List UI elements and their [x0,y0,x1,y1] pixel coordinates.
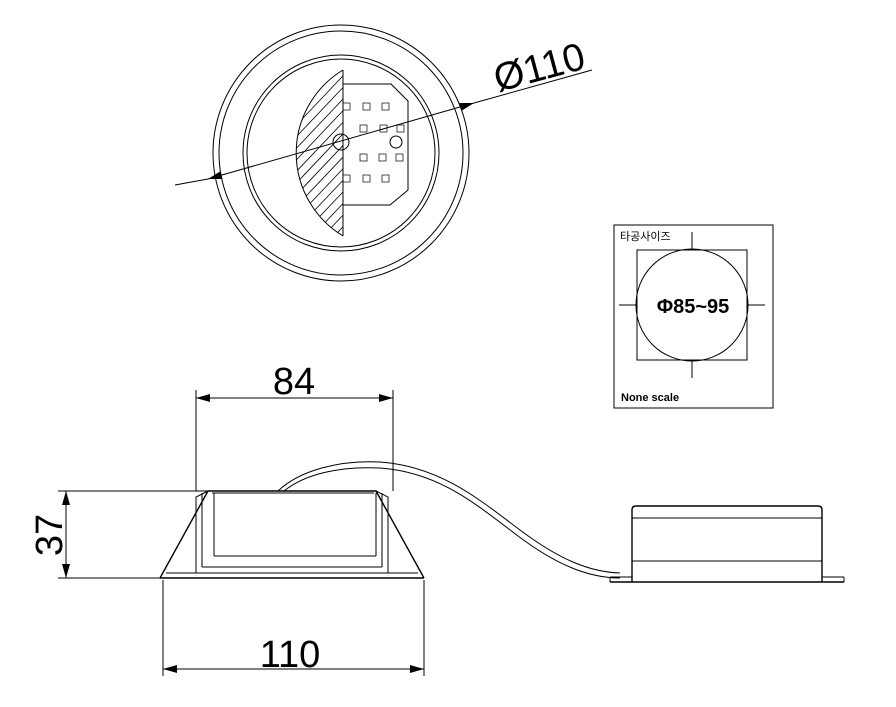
led-chip [381,174,390,183]
hatch-line [296,70,343,236]
hatch-line [519,60,699,250]
lens-ring-inner [246,58,436,248]
hatch-line [0,60,160,250]
hatch-line [464,60,644,250]
hatch-line [0,60,171,250]
height-label: 37 [29,514,71,556]
lens-ring [242,54,440,252]
led-chip [395,153,404,162]
hatch-line [296,70,343,236]
dim-leader-left [174,178,209,186]
top-view: Ø110 [0,24,699,282]
outer-ring-inner [218,30,464,276]
led-chip [362,102,371,111]
hatch-line [296,70,337,236]
hatch-line [79,60,259,250]
hatch-line [309,70,343,236]
hatch-line [296,70,343,236]
scale-note: None scale [621,392,679,404]
led-chip [359,153,368,162]
led-chip-array [342,102,405,183]
side-view: 84 37 110 [29,361,845,676]
outer-ring [212,24,470,282]
inner-wall-left-outer [195,490,209,573]
led-chip [342,174,351,183]
dim-leader-right [473,69,593,104]
hatch-line [13,60,193,250]
hatch-line [57,60,237,250]
hatch-line [24,60,204,250]
led-chip [396,124,405,133]
led-chip [342,102,351,111]
hatch-line [296,70,343,236]
hatch-line [101,60,281,250]
inner-wall-right-outer [375,490,389,573]
hatch-line [342,70,343,236]
cutout-size-label: Φ85~95 [657,296,730,318]
hatch-line [331,70,343,236]
cutout-title: 타공사이즈 [620,230,671,243]
hatch-line [296,70,343,236]
driver-top [631,505,823,518]
led-chip [381,102,390,111]
cutout-frame [613,224,774,409]
bottom-width-label: 110 [260,634,321,676]
led-chip [359,124,368,133]
hatch-line [68,60,248,250]
diameter-dimension-line [207,102,475,180]
hatch-line [298,70,343,236]
hatch-line [398,60,578,250]
hatch-line [296,70,343,236]
power-cable-lower [283,467,621,579]
hatch-line [296,70,315,236]
screw-hole [389,135,403,149]
top-width-label: 84 [273,361,315,403]
hatch-line [35,60,215,250]
power-cable-upper [277,461,621,574]
hatch-line [112,60,292,250]
hatch-line [46,60,226,250]
diameter-label: Ø110 [489,35,589,100]
led-driver [609,505,845,583]
housing-outer [159,490,425,579]
led-board-outline [343,83,409,206]
hatch-line [2,60,182,250]
hatched-section [0,60,699,250]
hatch-line [296,70,326,236]
cutout-size-box: 타공사이즈 Φ85~95 None scale [613,224,774,409]
led-chip [378,153,387,162]
led-chip [362,174,371,183]
